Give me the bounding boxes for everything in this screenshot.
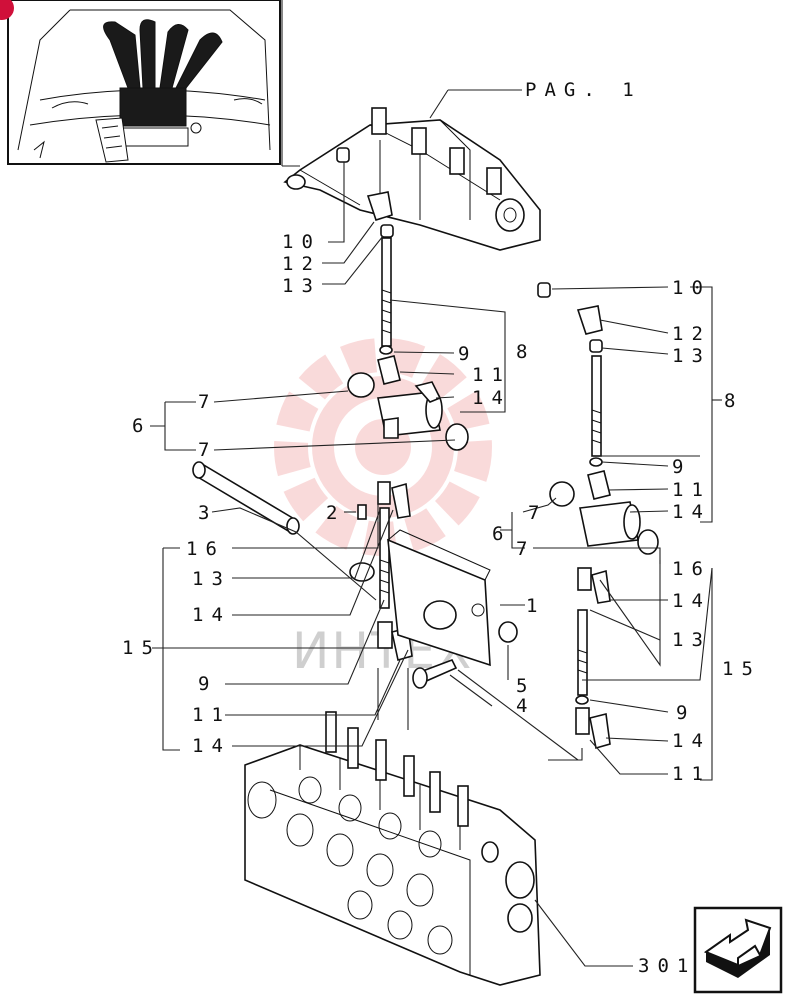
pivot-shaft xyxy=(192,461,300,535)
callout-7-lower-left: 7 xyxy=(198,439,217,461)
callout-12-right: 12 xyxy=(672,323,711,345)
control-valve-block xyxy=(244,711,541,986)
callout-13-left: 13 xyxy=(282,275,321,297)
callout-301: 301 xyxy=(638,955,696,977)
callout-16-right: 16 xyxy=(672,558,711,580)
callout-11-bottom-right: 11 xyxy=(672,763,711,785)
callout-14-upper-left: 14 xyxy=(472,387,511,409)
callout-labels: 10 12 13 10 12 13 9 8 11 14 8 6 7 7 9 11… xyxy=(122,231,761,977)
callout-11-upper-right: 11 xyxy=(672,479,711,501)
callout-6-right: 6 xyxy=(492,523,511,545)
callout-13-lower-right: 13 xyxy=(672,629,711,651)
callout-9-upper-right: 9 xyxy=(672,456,691,478)
callout-16-left: 16 xyxy=(186,538,225,560)
corner-badge xyxy=(0,0,14,20)
callout-4: 4 xyxy=(516,695,535,717)
callout-13-lower-left: 13 xyxy=(192,568,231,590)
mounting-plate xyxy=(387,529,491,667)
callout-14-lower-right: 14 xyxy=(672,590,711,612)
callout-7-upper-right: 7 xyxy=(528,502,547,524)
callout-9-upper-left: 9 xyxy=(458,343,477,365)
callout-9-lower-left: 9 xyxy=(198,673,217,695)
callout-7-upper-left: 7 xyxy=(198,391,217,413)
callout-14-lower-left: 14 xyxy=(192,604,231,626)
callout-15-left: 15 xyxy=(122,637,161,659)
left-rod-assembly xyxy=(336,147,469,662)
callout-5: 5 xyxy=(516,675,535,697)
callout-10-left: 10 xyxy=(282,231,321,253)
lever-support-bracket xyxy=(283,107,541,251)
callout-3: 3 xyxy=(198,502,217,524)
callout-2: 2 xyxy=(326,502,345,524)
callout-10-right: 10 xyxy=(672,277,711,299)
bolt-and-nut xyxy=(412,621,518,689)
callout-12-left: 12 xyxy=(282,253,321,275)
next-page-button[interactable] xyxy=(693,906,783,994)
callout-1: 1 xyxy=(526,595,545,617)
callout-8-left: 8 xyxy=(516,341,535,363)
inset-cab-view xyxy=(7,0,281,165)
right-rod-assembly xyxy=(537,282,659,750)
callout-13-right: 13 xyxy=(672,345,711,367)
leader-lines xyxy=(150,162,722,967)
callout-15-right: 15 xyxy=(722,658,761,680)
page-reference-label: PAG. 1 xyxy=(525,79,642,101)
callout-14-upper-right: 14 xyxy=(672,501,711,523)
callout-8-right: 8 xyxy=(724,390,743,412)
callout-6-left: 6 xyxy=(132,415,151,437)
callout-9-lower-right: 9 xyxy=(676,702,695,724)
callout-14-bottom-right: 14 xyxy=(672,730,711,752)
callout-11-lower-left: 11 xyxy=(192,704,231,726)
callout-7-lower-right: 7 xyxy=(516,538,535,560)
callout-11-upper-left: 11 xyxy=(472,364,511,386)
callout-14-bottom-left: 14 xyxy=(192,735,231,757)
next-page-arrow-icon xyxy=(703,918,772,978)
